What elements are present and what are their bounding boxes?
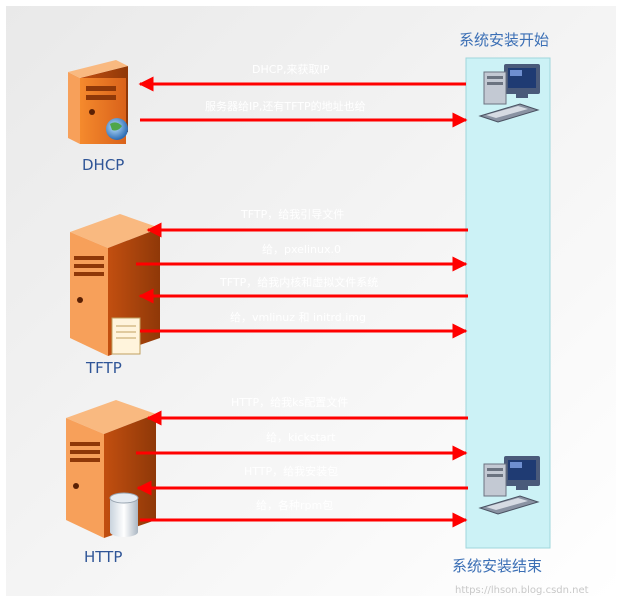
client-computer-icon-top bbox=[478, 64, 540, 123]
message-label-5: TFTP，给我内核和虚拟文件系统 bbox=[219, 275, 378, 289]
watermark: https://lhson.blog.csdn.net bbox=[455, 585, 589, 596]
message-label-10: 给，各种rpm包 bbox=[256, 498, 333, 512]
document-icon bbox=[111, 317, 141, 355]
tftp-server-icon bbox=[70, 214, 160, 356]
dhcp-server-icon bbox=[68, 60, 128, 144]
http-server-icon bbox=[66, 400, 156, 538]
message-label-3: TFTP，给我引导文件 bbox=[240, 207, 344, 221]
message-label-8: 给，kickstart bbox=[266, 431, 336, 444]
title-end: 系统安装结束 bbox=[452, 557, 542, 575]
message-label-2: 服务器给IP,还有TFTP的地址也给 bbox=[205, 99, 366, 113]
message-labels: DHCP,来获取IP 服务器给IP,还有TFTP的地址也给 TFTP，给我引导文… bbox=[205, 63, 378, 512]
message-label-9: HTTP，给我安装包 bbox=[244, 464, 338, 478]
title-start: 系统安装开始 bbox=[459, 31, 549, 49]
message-label-1: DHCP,来获取IP bbox=[252, 63, 330, 76]
client-computer-icon-bottom bbox=[478, 456, 540, 515]
server-label-http: HTTP bbox=[84, 548, 122, 566]
server-label-tftp: TFTP bbox=[85, 359, 122, 377]
message-label-4: 给，pxelinux.0 bbox=[262, 243, 341, 256]
server-label-dhcp: DHCP bbox=[82, 156, 124, 174]
message-arrows bbox=[136, 76, 468, 528]
database-icon bbox=[109, 492, 139, 537]
message-label-7: HTTP，给我ks配置文件 bbox=[231, 395, 348, 409]
message-label-6: 给，vmlinuz 和 initrd.img bbox=[230, 311, 366, 324]
